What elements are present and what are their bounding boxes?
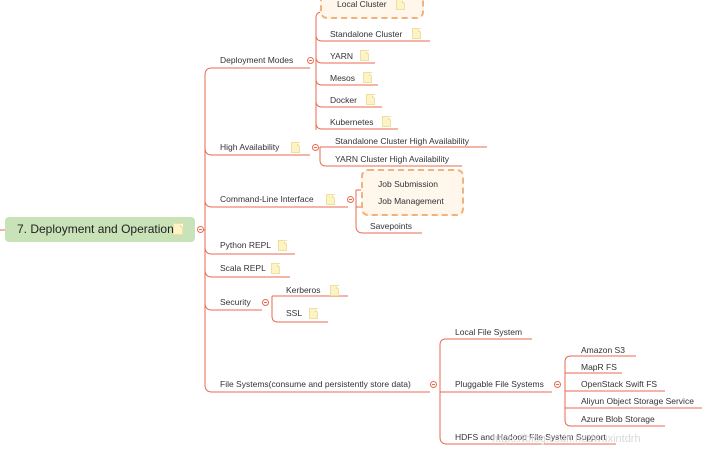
node-ssl[interactable]: SSL bbox=[286, 308, 303, 318]
node-pluggable-file-systems[interactable]: Pluggable File Systems bbox=[455, 379, 544, 389]
child-line-local-fs bbox=[439, 338, 532, 346]
node-mesos[interactable]: Mesos bbox=[330, 73, 356, 83]
node-kerberos[interactable]: Kerberos bbox=[286, 285, 321, 295]
child-line-amazon-s3 bbox=[564, 355, 636, 363]
node-kubernetes[interactable]: Kubernetes bbox=[330, 117, 374, 127]
node-hdfs[interactable]: HDFS and Hadoop File System Support bbox=[455, 432, 606, 442]
child-line-yarn bbox=[315, 56, 375, 64]
child-line-mesos bbox=[315, 78, 378, 86]
note-icon[interactable] bbox=[366, 94, 375, 105]
note-icon[interactable] bbox=[382, 116, 391, 127]
node-docker[interactable]: Docker bbox=[330, 95, 357, 105]
branch-line-file-systems bbox=[204, 384, 430, 393]
note-icon[interactable] bbox=[363, 72, 372, 83]
node-command-line-interface[interactable]: Command-Line Interface bbox=[220, 194, 314, 204]
node-deployment-modes[interactable]: Deployment Modes bbox=[220, 55, 294, 65]
node-yarn[interactable]: YARN bbox=[330, 51, 353, 61]
note-icon[interactable] bbox=[291, 142, 300, 153]
branch-line-security bbox=[204, 302, 262, 311]
child-line-yarn-ha bbox=[319, 159, 462, 167]
note-icon[interactable] bbox=[360, 50, 369, 61]
node-openstack-swift-fs[interactable]: OpenStack Swift FS bbox=[581, 379, 658, 389]
note-icon[interactable] bbox=[271, 263, 280, 274]
collapse-toggle-deployment-modes[interactable] bbox=[307, 57, 314, 64]
note-icon[interactable] bbox=[396, 0, 405, 10]
note-icon[interactable] bbox=[309, 308, 318, 319]
branch-line-high-availability bbox=[204, 147, 310, 156]
root-node-label: 7. Deployment and Operations bbox=[17, 222, 180, 236]
branch-line-cli bbox=[204, 199, 348, 208]
collapse-toggle-pluggable-fs[interactable] bbox=[554, 381, 561, 388]
collapse-toggle-file-systems[interactable] bbox=[430, 381, 437, 388]
node-standalone-cluster[interactable]: Standalone Cluster bbox=[330, 29, 403, 39]
collapse-toggle-security[interactable] bbox=[262, 299, 269, 306]
watermark-text: https://blog.csdn.net/wuxintdrh bbox=[492, 433, 641, 445]
note-icon[interactable] bbox=[412, 28, 421, 39]
root-node[interactable]: 7. Deployment and Operations bbox=[5, 217, 195, 242]
child-line-azure bbox=[564, 419, 665, 427]
note-icon[interactable] bbox=[278, 240, 287, 251]
node-scala-repl[interactable]: Scala REPL bbox=[220, 263, 266, 273]
node-savepoints[interactable]: Savepoints bbox=[370, 221, 413, 231]
child-line-hdfs bbox=[439, 436, 616, 445]
trunk-deployment-modes bbox=[204, 67, 310, 76]
node-local-file-system[interactable]: Local File System bbox=[455, 327, 523, 337]
node-security[interactable]: Security bbox=[220, 297, 251, 307]
node-yarn-cluster-ha[interactable]: YARN Cluster High Availability bbox=[335, 154, 450, 164]
node-high-availability[interactable]: High Availability bbox=[220, 142, 280, 152]
child-line-docker bbox=[315, 100, 382, 108]
collapse-toggle-high-availability[interactable] bbox=[312, 144, 319, 151]
branch-line-scala-repl bbox=[204, 269, 290, 278]
child-line-standalone-cluster bbox=[315, 34, 430, 42]
node-standalone-cluster-ha[interactable]: Standalone Cluster High Availability bbox=[335, 136, 470, 146]
node-aliyun-oss[interactable]: Aliyun Object Storage Service bbox=[581, 396, 694, 406]
note-icon[interactable] bbox=[173, 223, 183, 235]
collapse-toggle-root[interactable] bbox=[197, 226, 204, 233]
selection-highlight-job-nodes bbox=[361, 169, 464, 216]
child-line-savepoints bbox=[355, 225, 422, 234]
node-local-cluster[interactable]: Local Cluster bbox=[337, 0, 387, 9]
child-line-ssl bbox=[271, 315, 328, 323]
node-python-repl[interactable]: Python REPL bbox=[220, 240, 272, 250]
note-icon[interactable] bbox=[326, 194, 335, 205]
node-job-management[interactable]: Job Management bbox=[378, 196, 444, 206]
node-job-submission[interactable]: Job Submission bbox=[378, 179, 439, 189]
node-amazon-s3[interactable]: Amazon S3 bbox=[581, 345, 625, 355]
note-icon[interactable] bbox=[330, 285, 339, 296]
node-mapr-fs[interactable]: MapR FS bbox=[581, 362, 617, 372]
node-file-systems[interactable]: File Systems(consume and persistently st… bbox=[220, 379, 411, 389]
collapse-toggle-cli[interactable] bbox=[347, 196, 354, 203]
node-azure-blob-storage[interactable]: Azure Blob Storage bbox=[581, 414, 655, 424]
child-line-kubernetes bbox=[315, 122, 398, 130]
branch-line-python-repl bbox=[204, 246, 295, 255]
